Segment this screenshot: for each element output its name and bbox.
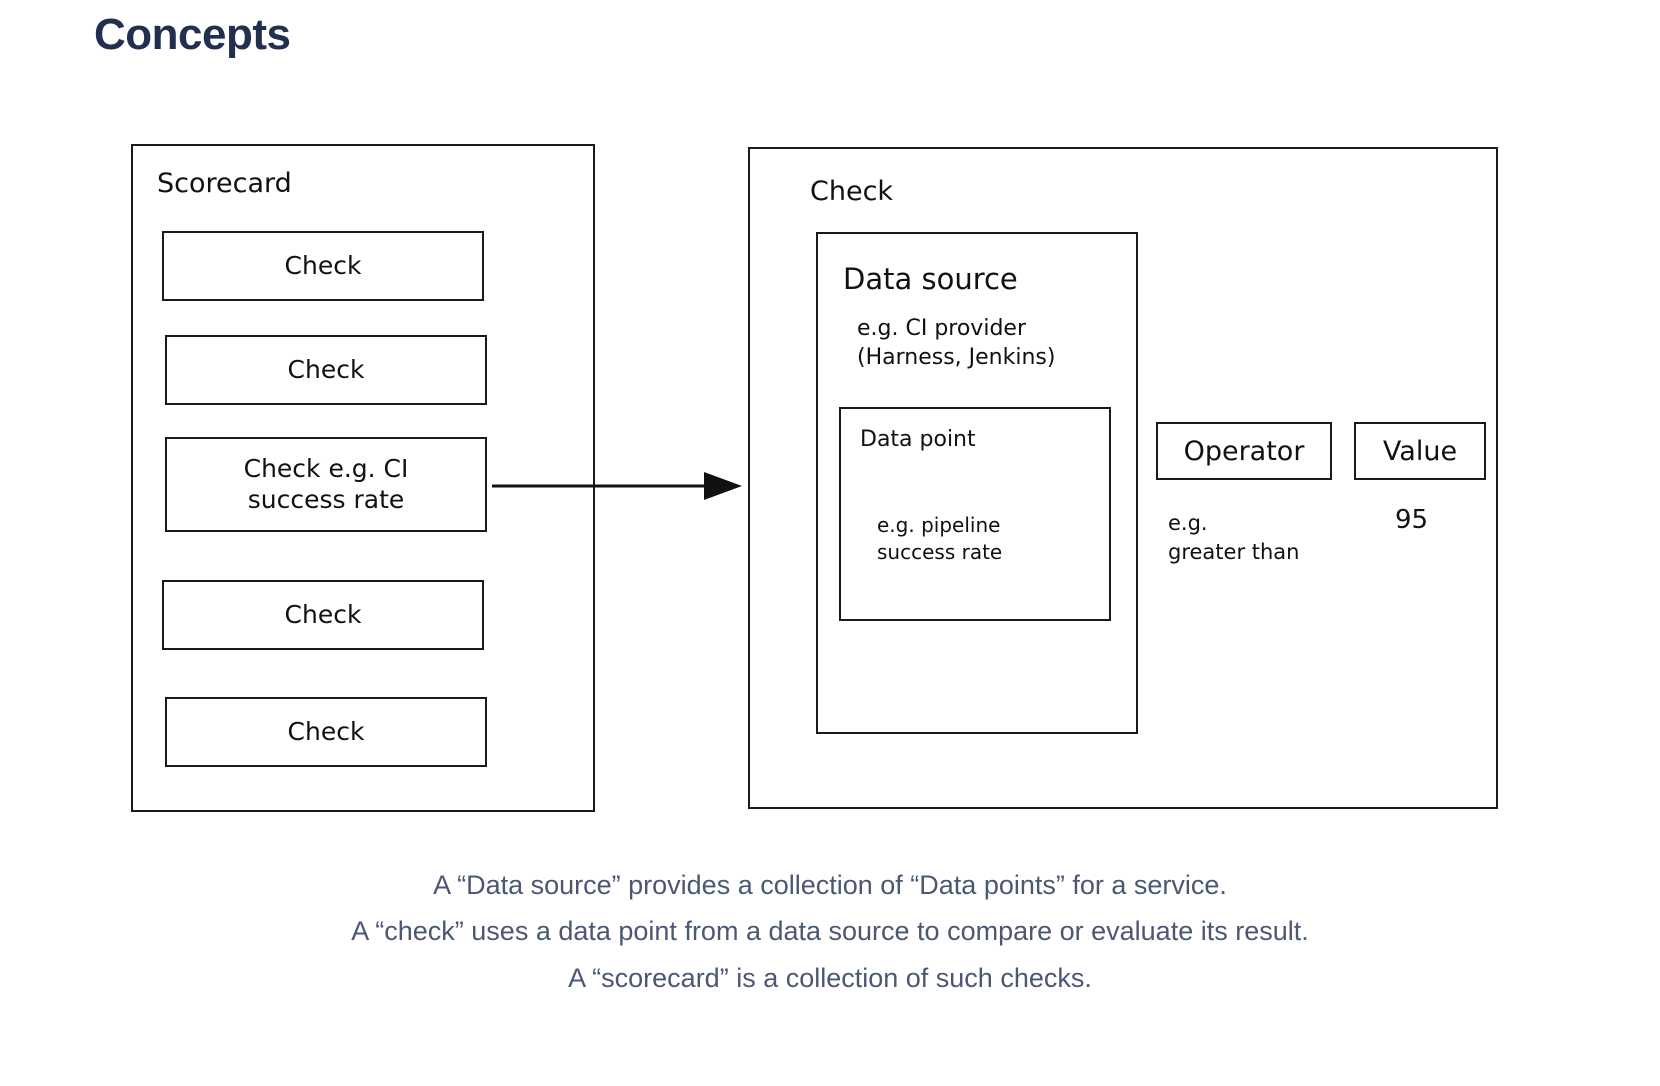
check-item-label: Check: [284, 599, 362, 629]
scorecard-check-item-2[interactable]: Check: [165, 335, 487, 405]
check-item-label: Check: [284, 250, 362, 280]
scorecard-title: Scorecard: [157, 168, 292, 199]
data-source-title: Data source: [843, 262, 1018, 296]
data-point-title: Data point: [860, 427, 976, 452]
operator-example: e.g. greater than: [1168, 511, 1300, 564]
operator-label: Operator: [1183, 435, 1305, 467]
data-point-example: e.g. pipeline success rate: [877, 513, 1003, 564]
scorecard-check-item-4[interactable]: Check: [162, 580, 484, 650]
value-box[interactable]: Value: [1354, 422, 1486, 480]
scorecard-panel: Scorecard Check Check Check e.g. CI succ…: [131, 144, 595, 812]
page-title: Concepts: [94, 10, 291, 59]
concepts-diagram: Scorecard Check Check Check e.g. CI succ…: [131, 144, 1498, 812]
caption-line-1: A “Data source” provides a collection of…: [433, 870, 1227, 900]
scorecard-check-item-5[interactable]: Check: [165, 697, 487, 767]
arrow-right-icon: [492, 472, 742, 500]
check-panel-title: Check: [810, 176, 894, 207]
scorecard-check-item-3[interactable]: Check e.g. CI success rate: [165, 437, 487, 532]
caption-block: A “Data source” provides a collection of…: [0, 862, 1660, 1001]
operator-box[interactable]: Operator: [1156, 422, 1332, 480]
caption-line-3: A “scorecard” is a collection of such ch…: [568, 962, 1092, 993]
check-item-label: Check e.g. CI success rate: [243, 454, 409, 514]
caption-line-2: A “check” uses a data point from a data …: [351, 916, 1309, 947]
data-point-box: Data point e.g. pipeline success rate: [839, 407, 1111, 621]
value-label: Value: [1382, 435, 1458, 467]
scorecard-check-item-1[interactable]: Check: [162, 231, 484, 301]
check-item-label: Check: [287, 716, 365, 746]
check-item-label: Check: [287, 354, 365, 384]
data-source-example: e.g. CI provider (Harness, Jenkins): [857, 316, 1056, 371]
value-example: 95: [1395, 505, 1429, 535]
